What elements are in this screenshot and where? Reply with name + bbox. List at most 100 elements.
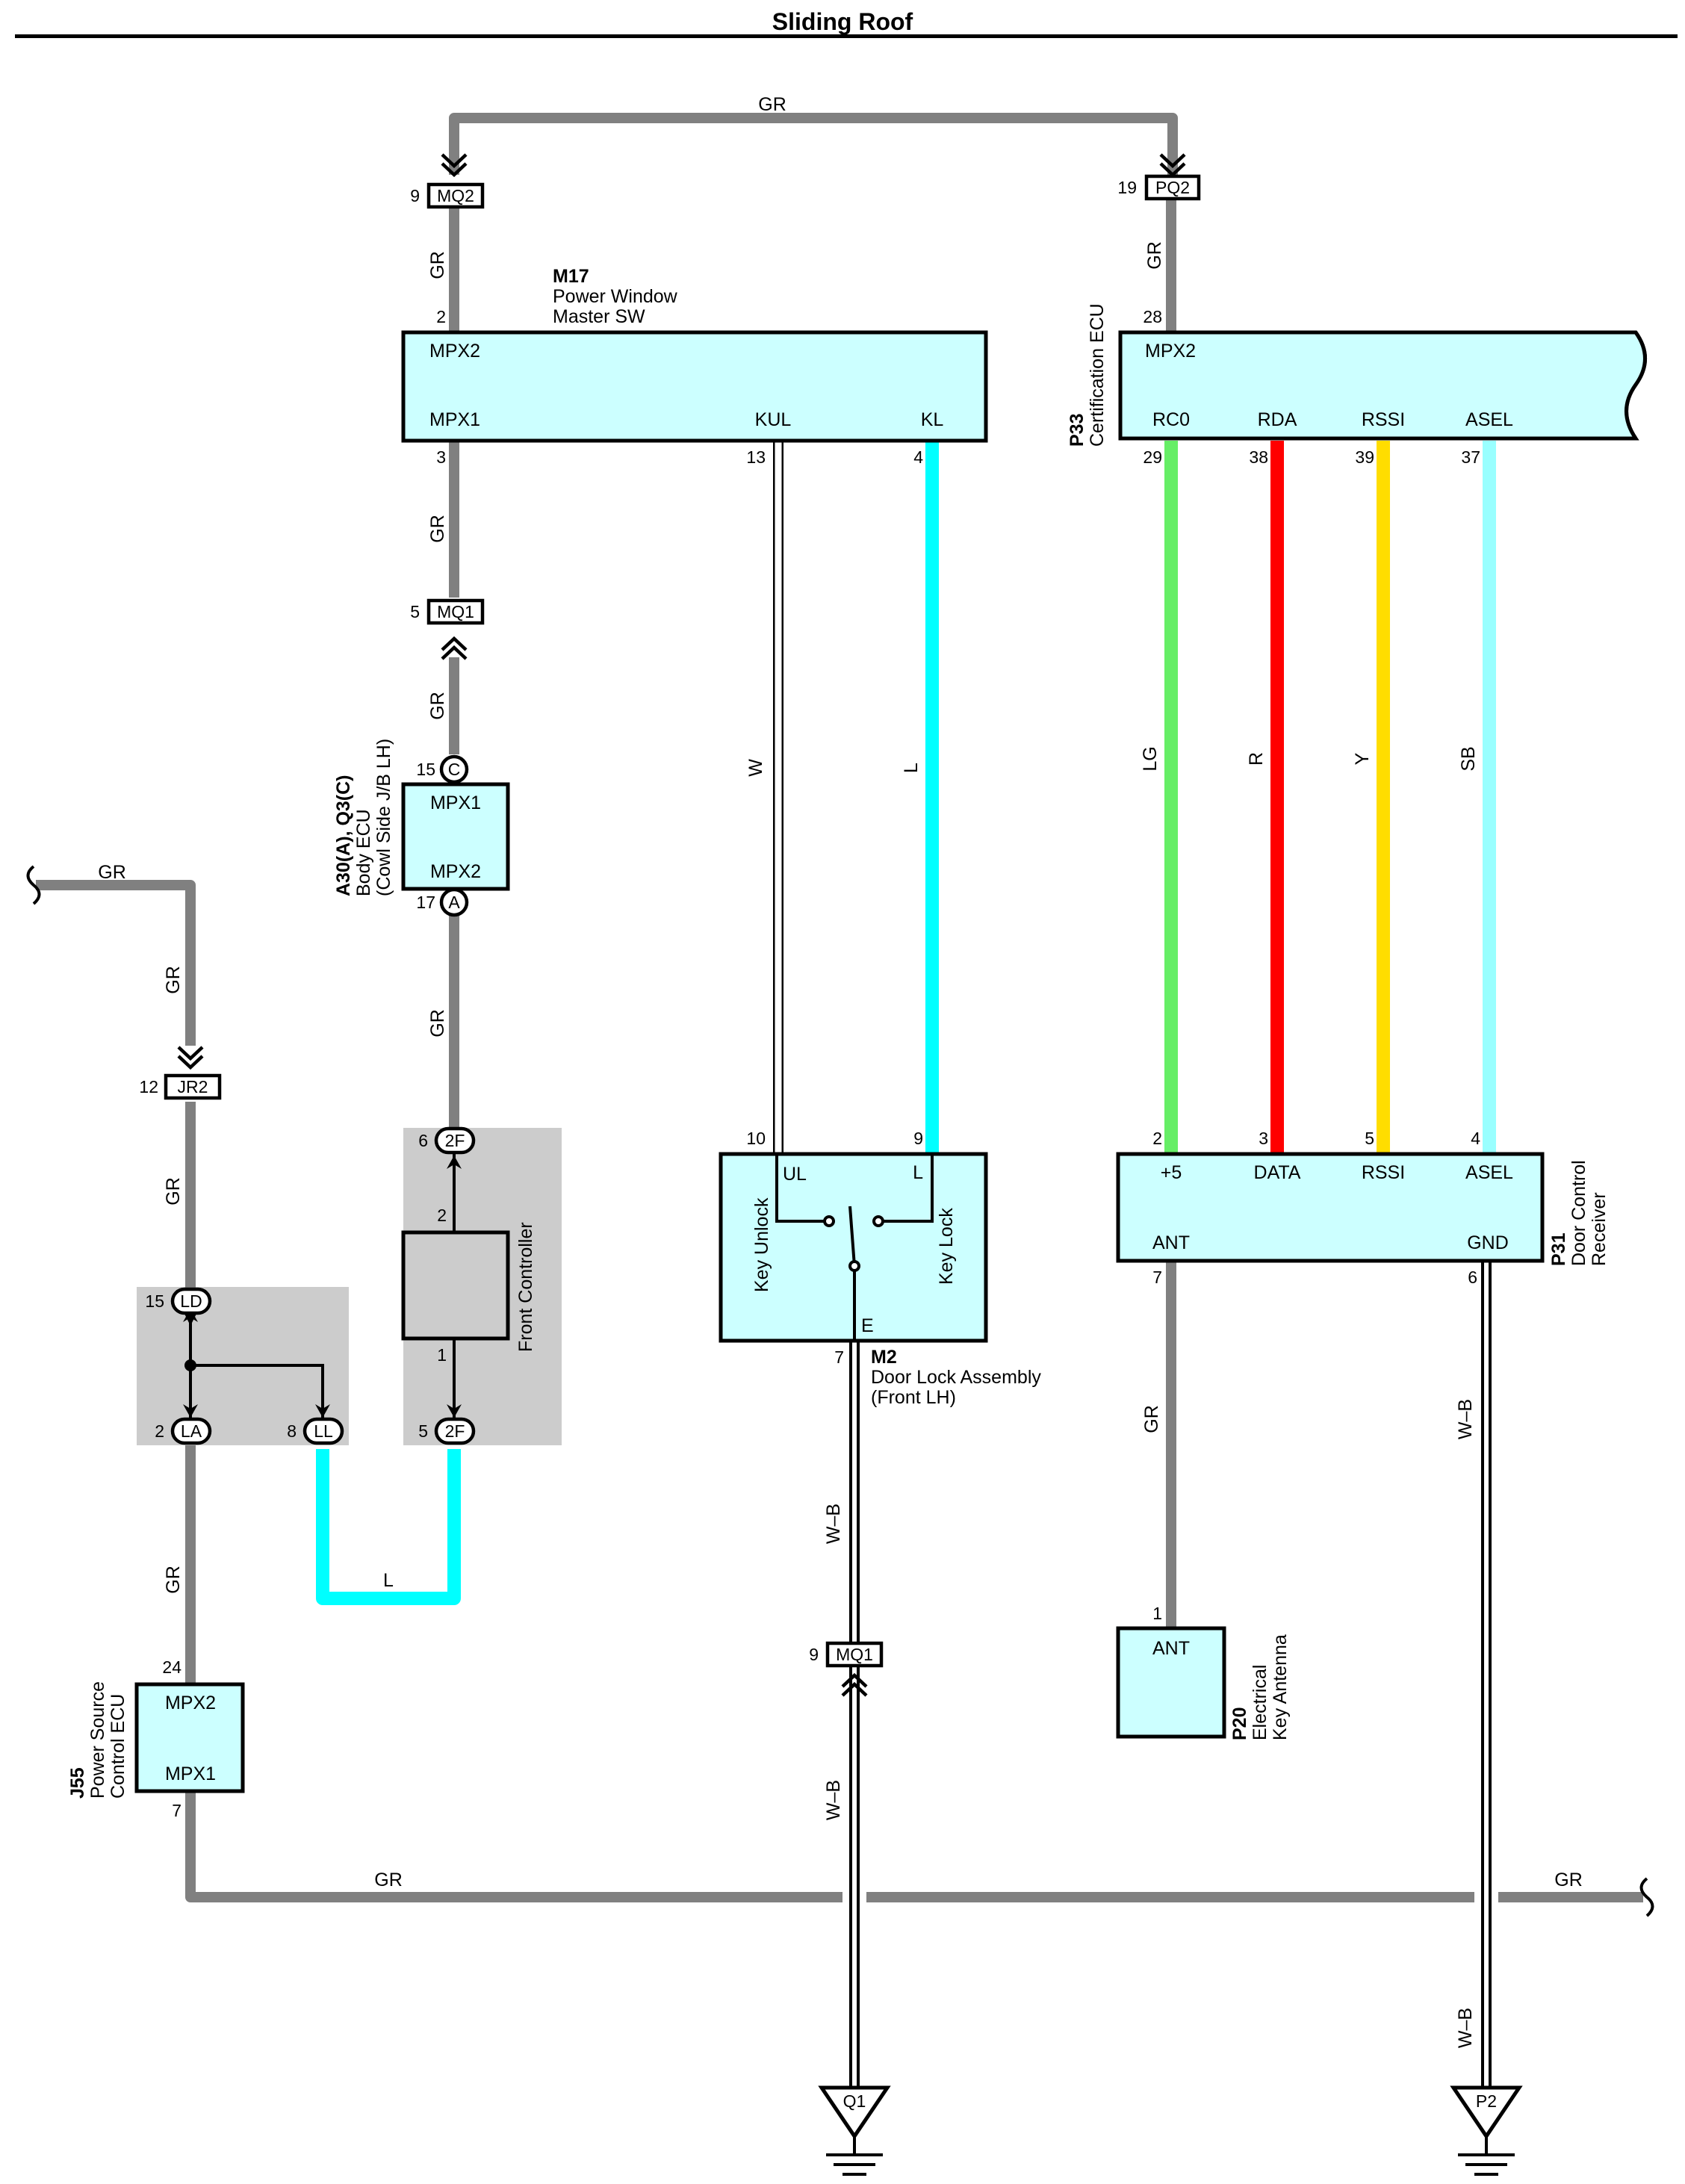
ground-q1-label: Q1 bbox=[843, 2091, 866, 2111]
p33-pin-asel: 37 bbox=[1461, 447, 1480, 467]
connector-ld-pin: 15 bbox=[145, 1291, 164, 1311]
m2-pin-l: 9 bbox=[913, 1129, 923, 1148]
m2-switch-symbol bbox=[775, 1154, 934, 1341]
j55-power-source-control-ecu bbox=[134, 1682, 245, 1793]
connector-ld-name: LD bbox=[180, 1291, 202, 1311]
p31-name2: Receiver bbox=[1589, 1192, 1610, 1266]
m2-l: L bbox=[913, 1162, 923, 1183]
m17-mpx1: MPX1 bbox=[429, 409, 480, 430]
j55-name1: Power Source bbox=[87, 1681, 108, 1799]
label-jr2-ld: GR bbox=[163, 1177, 184, 1206]
label-top-gr: GR bbox=[758, 94, 786, 115]
p31-pin-data: 3 bbox=[1259, 1129, 1268, 1148]
p33-rda: RDA bbox=[1258, 409, 1297, 430]
p33-asel: ASEL bbox=[1465, 409, 1513, 430]
m17-pin-mpx1: 3 bbox=[436, 447, 446, 467]
p33-pin-rc0: 29 bbox=[1143, 447, 1162, 467]
ground-p2-label: P2 bbox=[1476, 2091, 1497, 2111]
connector-a bbox=[439, 887, 469, 917]
label-gnd-wb1: W–B bbox=[1455, 1399, 1476, 1439]
page-title: Sliding Roof bbox=[772, 8, 913, 35]
m17-mpx2: MPX2 bbox=[429, 341, 480, 362]
p20-name1: Electrical bbox=[1250, 1665, 1270, 1740]
j55-id: J55 bbox=[67, 1767, 88, 1799]
connector-mq2-pin: 9 bbox=[410, 186, 420, 205]
connector-jr2-pin: 12 bbox=[139, 1077, 158, 1096]
connector-mq1-bottom bbox=[825, 1641, 884, 1668]
gr-wires bbox=[36, 113, 1643, 1902]
body-ecu-mpx2: MPX2 bbox=[430, 861, 481, 882]
body-ecu-name1: Body ECU bbox=[353, 809, 374, 896]
m17-power-window-master-sw bbox=[401, 330, 988, 443]
connector-2f-bottom-name: 2F bbox=[445, 1421, 465, 1441]
p31-pin-rssi: 5 bbox=[1365, 1129, 1374, 1148]
p20-electrical-key-antenna bbox=[1116, 1626, 1226, 1739]
p31-pin-asel: 4 bbox=[1471, 1129, 1480, 1148]
wire-gr-bottom-bus bbox=[185, 1791, 1643, 1902]
j55-pin-bottom: 7 bbox=[172, 1801, 181, 1820]
label-mq1-ecu: GR bbox=[427, 692, 448, 720]
m17-id: M17 bbox=[553, 266, 589, 287]
p33-id: P33 bbox=[1067, 414, 1087, 447]
connector-la bbox=[170, 1417, 212, 1445]
ground-q1: Q1 bbox=[818, 2085, 891, 2176]
wire-l-loop bbox=[316, 1449, 461, 1605]
front-controller-name: Front Controller bbox=[515, 1222, 536, 1352]
connector-jr2-name: JR2 bbox=[178, 1077, 208, 1096]
front-controller-pin-bottom: 1 bbox=[437, 1345, 447, 1365]
connector-ld bbox=[170, 1287, 212, 1315]
p33-mpx2: MPX2 bbox=[1145, 341, 1196, 362]
body-ecu-name2: (Cowl Side J/B LH) bbox=[373, 739, 394, 896]
m2-id: M2 bbox=[871, 1347, 897, 1368]
label-mq2-m17: GR bbox=[427, 251, 448, 279]
p31-name1: Door Control bbox=[1568, 1160, 1589, 1266]
label-ant-gr: GR bbox=[1141, 1405, 1162, 1433]
connector-a-name: A bbox=[448, 893, 460, 912]
junction-arrows bbox=[183, 1155, 462, 1418]
m2-key-lock: Key Lock bbox=[936, 1208, 957, 1285]
m2-key-unlock: Key Unlock bbox=[751, 1197, 772, 1292]
body-ecu-id: A30(A), Q3(C) bbox=[333, 775, 354, 896]
p33-certification-ecu bbox=[1118, 330, 1647, 441]
m17-kul: KUL bbox=[755, 409, 792, 430]
j55-mpx2: MPX2 bbox=[165, 1693, 216, 1713]
connector-la-name: LA bbox=[181, 1421, 202, 1441]
front-controller-pin-top: 2 bbox=[437, 1206, 447, 1225]
wire-gr-left-top bbox=[36, 880, 196, 1046]
label-asel-sb: SB bbox=[1458, 746, 1479, 771]
connector-c bbox=[439, 754, 469, 784]
j55-pin-top: 24 bbox=[162, 1657, 181, 1677]
label-pq2-p33: GR bbox=[1144, 241, 1165, 270]
m2-e: E bbox=[861, 1315, 874, 1336]
p33-pin-rda: 38 bbox=[1249, 447, 1268, 467]
p31-plus5: +5 bbox=[1161, 1162, 1182, 1183]
m2-pin-ul: 10 bbox=[746, 1129, 766, 1148]
connector-pq2-name: PQ2 bbox=[1155, 178, 1190, 197]
label-bottom-gr-left: GR bbox=[374, 1870, 403, 1890]
p33-name: Certification ECU bbox=[1087, 303, 1108, 447]
connector-c-name: C bbox=[448, 760, 461, 779]
title-rule bbox=[15, 34, 1678, 38]
body-ecu-mpx1: MPX1 bbox=[430, 792, 481, 813]
connector-a-pin: 17 bbox=[416, 893, 435, 912]
signal-wires bbox=[316, 441, 1496, 2088]
label-left-top-h: GR bbox=[98, 862, 126, 883]
p33-rssi: RSSI bbox=[1362, 409, 1405, 430]
m17-kl: KL bbox=[921, 409, 944, 430]
p31-pin-plus5: 2 bbox=[1152, 1129, 1162, 1148]
connector-mq2-name: MQ2 bbox=[437, 186, 474, 205]
connector-pq2-pin: 19 bbox=[1117, 178, 1137, 197]
p31-door-control-receiver bbox=[1116, 1152, 1545, 1263]
m17-name2: Master SW bbox=[553, 306, 645, 327]
connector-2f-top-name: 2F bbox=[445, 1131, 465, 1150]
front-controller bbox=[401, 1230, 510, 1341]
m2-ul: UL bbox=[783, 1164, 807, 1185]
p31-asel: ASEL bbox=[1465, 1162, 1513, 1183]
label-m2-wb2: W–B bbox=[823, 1780, 844, 1820]
connector-mq2 bbox=[426, 182, 485, 209]
p31-id: P31 bbox=[1548, 1232, 1569, 1266]
m17-pin-kl: 4 bbox=[913, 447, 923, 467]
connector-2f-bottom bbox=[434, 1417, 476, 1445]
label-m17-mq1: GR bbox=[427, 515, 448, 543]
